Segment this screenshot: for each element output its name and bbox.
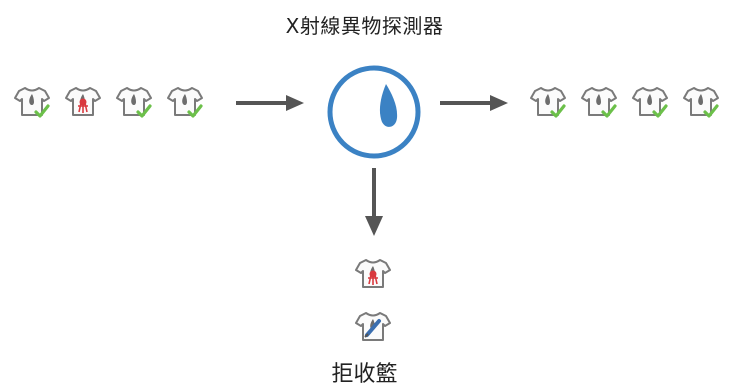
output-shirt-ok-icon	[681, 82, 721, 122]
output-shirt-ok-icon	[528, 82, 568, 122]
detector-title: X射線異物探測器	[285, 14, 444, 38]
arrow-right-icon	[236, 95, 304, 111]
input-shirt-ok-icon	[114, 82, 154, 122]
arrow-right-icon	[440, 95, 508, 111]
xray-detector-icon	[327, 65, 421, 159]
output-shirt-ok-icon	[579, 82, 619, 122]
input-shirt-ok-icon	[165, 82, 205, 122]
rejected-shirt-defect-icon	[353, 254, 393, 294]
input-shirt-defect-icon	[63, 82, 103, 122]
rejected-shirt-needle-icon	[353, 307, 393, 347]
output-shirt-ok-icon	[630, 82, 670, 122]
reject-bin-label: 拒收籃	[331, 362, 398, 387]
arrow-down-icon	[365, 168, 383, 236]
input-shirt-ok-icon	[12, 82, 52, 122]
